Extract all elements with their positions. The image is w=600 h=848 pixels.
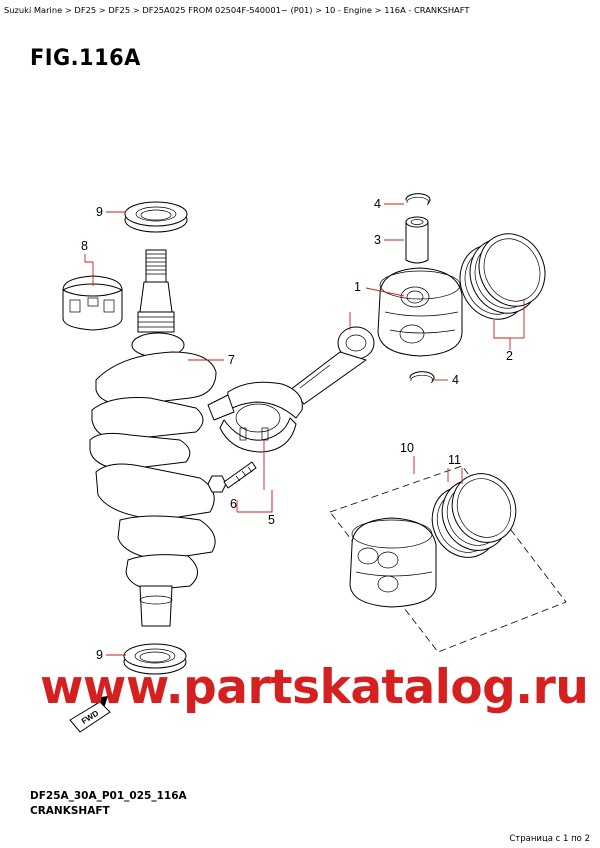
leader-lines <box>84 203 525 656</box>
watermark-link[interactable]: www.partskatalog.ru <box>40 660 589 715</box>
piston-pin[interactable] <box>405 216 429 264</box>
callout-11: 11 <box>448 453 461 467</box>
callout-9-top: 9 <box>96 205 103 219</box>
callout-6: 6 <box>230 497 237 511</box>
breadcrumb[interactable]: Suzuki Marine > DF25 > DF25 > DF25A025 F… <box>4 5 470 15</box>
bearing-part[interactable] <box>62 275 123 331</box>
connecting-rod[interactable] <box>207 326 375 453</box>
oil-seal-top[interactable] <box>124 201 188 233</box>
callout-4-bottom: 4 <box>452 373 459 387</box>
crankshaft[interactable] <box>89 249 217 627</box>
callout-3: 3 <box>374 233 381 247</box>
callout-5: 5 <box>268 513 275 527</box>
piston-assembly[interactable] <box>349 517 437 608</box>
piston-ring-set[interactable] <box>448 223 557 330</box>
figure-name: CRANKSHAFT <box>30 805 110 817</box>
callout-1: 1 <box>354 280 361 294</box>
callout-4-top: 4 <box>374 197 381 211</box>
callout-10: 10 <box>400 441 414 455</box>
connecting-rod-bolt[interactable] <box>207 461 257 493</box>
circlip-bottom[interactable] <box>409 371 435 384</box>
callout-2: 2 <box>506 349 513 363</box>
figure-code: DF25A_30A_P01_025_116A <box>30 790 187 802</box>
fwd-arrow-icon: FWD <box>69 696 111 733</box>
callout-9-bottom: 9 <box>96 648 103 662</box>
piston[interactable] <box>377 267 463 357</box>
piston-ring-set-assembly[interactable] <box>421 463 527 568</box>
oil-seal-bottom[interactable] <box>123 643 187 675</box>
callout-labels: 9 8 7 4 3 1 2 4 6 5 10 11 9 <box>81 197 513 662</box>
figure-title: FIG.116A <box>30 46 141 71</box>
page-indicator: Страница с 1 по 2 <box>509 834 590 844</box>
callout-8: 8 <box>81 239 88 253</box>
callout-7: 7 <box>228 353 235 367</box>
circlip-top[interactable] <box>405 193 431 206</box>
